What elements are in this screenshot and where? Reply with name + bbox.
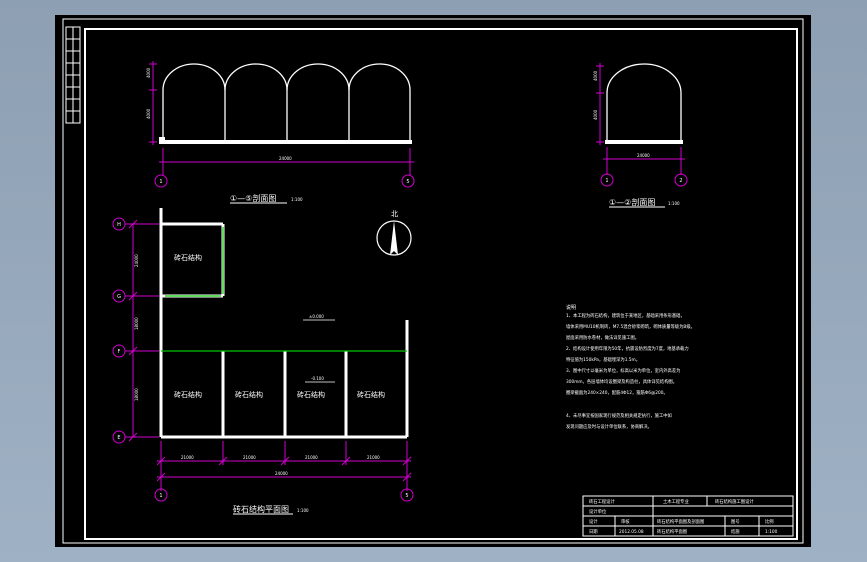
- axis-label: E: [117, 435, 120, 441]
- section-a: 4000 4000 24000 1 5 ①—⑤剖面图 1:100: [146, 61, 415, 204]
- title-block-cell: 砖石结构平面图及剖面图: [657, 518, 704, 525]
- section-b-arch: [606, 63, 682, 142]
- axis-label: 2: [679, 178, 682, 184]
- room-label: 砖石结构: [174, 253, 202, 262]
- title-block-cell: 设计单位: [589, 508, 607, 515]
- note-line: 墙体采用MU10机制砖，M7.5混合砂浆砌筑，砌体质量等级为B级。: [566, 323, 695, 330]
- bay-dim: 21000: [305, 455, 318, 460]
- total-dim: 24000: [275, 471, 288, 476]
- bay-dim: 21000: [181, 455, 194, 460]
- axis-label: G: [117, 294, 121, 300]
- plan-vertical-dim: 24000: [134, 254, 139, 267]
- axis-bubble: [600, 173, 614, 187]
- note-line: 2、结构设计使用年限为50年，抗震设防烈度为7度，地基承载力: [566, 345, 689, 352]
- plan-scale: 1:100: [297, 508, 309, 513]
- plan-vertical-dim: 18000: [134, 317, 139, 330]
- axis-bubble: [674, 173, 688, 187]
- section-b-span: 24000: [637, 153, 650, 158]
- plan-openings: [161, 227, 407, 352]
- axis-label: 1: [605, 178, 608, 184]
- plan-bottom-dims: [156, 441, 412, 491]
- section-b: 4000 4000 24000 1 2 ①—②剖面图 1:100: [593, 63, 688, 208]
- cad-drawing: 4000 4000 24000 1 5 ①—⑤剖面图 1:100: [62, 18, 804, 544]
- title-block-cell: 1:100: [765, 529, 778, 535]
- axis-label: 1: [159, 179, 162, 185]
- title-block: 砖石工程设计 土木工程专业 砖石结构施工图设计 设计单位 设计 审核 砖石结构平…: [582, 495, 794, 537]
- level-mark: ±0.000: [309, 314, 324, 319]
- note-line: 300mm，各层墙体均设圈梁及构造柱，具体详见结构图。: [566, 378, 677, 385]
- note-line: 特征值为150kPa，基础埋深为1.5m。: [566, 356, 640, 363]
- outer-border: [62, 18, 804, 544]
- note-line: 发现问题应及时与设计单位联系，协商解决。: [566, 423, 652, 430]
- room-label: 砖石结构: [174, 390, 202, 399]
- bay-dim: 21000: [243, 455, 256, 460]
- section-b-height-2: 4000: [593, 109, 598, 120]
- plan-left-dims: [125, 219, 159, 442]
- section-a-height-2: 4000: [146, 108, 151, 119]
- level-mark: -0.100: [311, 376, 324, 381]
- section-b-height-1: 4000: [593, 70, 598, 81]
- plan-vertical-dim: 18000: [134, 388, 139, 401]
- title-block-cell: 图号: [731, 519, 740, 525]
- axis-label: F: [118, 349, 121, 355]
- section-b-scale: 1:100: [668, 201, 680, 206]
- axis-bubble: [154, 488, 168, 502]
- title-block-cell: 设计: [589, 518, 598, 525]
- axis-label: 1: [159, 493, 162, 499]
- binding-strip: [65, 26, 81, 124]
- title-block-cell: 2012.05.08: [619, 529, 644, 535]
- section-a-horizontal-dim: [159, 148, 414, 175]
- plan-walls: [159, 208, 409, 439]
- section-a-scale: 1:100: [291, 197, 303, 202]
- title-block-cell: 砖石结构平面图: [657, 528, 687, 535]
- section-a-title: ①—⑤剖面图: [230, 193, 276, 203]
- section-a-support: [159, 137, 165, 143]
- note-line: 圈梁截面为240×240，配筋4Φ12，箍筋Φ6@200。: [566, 389, 668, 396]
- axis-label: 5: [406, 179, 409, 185]
- note-line: 4、未尽事宜按国家现行规范及相关规定执行，施工中如: [566, 412, 672, 419]
- title-block-cell: 土木工程专业: [663, 498, 689, 505]
- plan-title: 砖石结构平面图: [233, 504, 289, 514]
- drawing-sheet: 4000 4000 24000 1 5 ①—⑤剖面图 1:100: [55, 15, 811, 547]
- section-a-height-1: 4000: [146, 67, 151, 78]
- axis-bubble: [154, 174, 168, 188]
- axis-label: H: [117, 222, 121, 228]
- north-arrow: 北: [376, 210, 412, 256]
- axis-bubble: [112, 289, 126, 303]
- section-a-vertical-dim: [149, 61, 157, 145]
- section-a-span: 24000: [279, 156, 292, 161]
- notes-heading: 说明: [566, 304, 576, 311]
- section-b-horizontal-dim: [603, 147, 685, 175]
- note-line: 1、本工程为砖石结构，建筑位于某地区，基础采用条形基础，: [566, 312, 685, 319]
- inner-border: [84, 28, 798, 540]
- north-arrow-icon: [390, 221, 398, 255]
- design-notes: 说明 1、本工程为砖石结构，建筑位于某地区，基础采用条形基础， 墙体采用MU10…: [566, 304, 695, 430]
- title-block-cell: 砖石工程设计: [589, 498, 615, 505]
- section-a-arches: [162, 63, 411, 142]
- note-line: 3、图中尺寸以毫米为单位，标高以米为单位，室内外高差为: [566, 367, 680, 374]
- axis-bubble: [401, 174, 415, 188]
- title-block-cell: 砖石结构施工图设计: [715, 498, 754, 505]
- room-label: 砖石结构: [357, 390, 385, 399]
- section-b-vertical-dim: [596, 63, 604, 145]
- axis-label: 5: [405, 493, 408, 499]
- room-label: 砖石结构: [297, 390, 325, 399]
- bay-dim: 21000: [367, 455, 380, 460]
- title-block-cell: 比例: [765, 518, 774, 525]
- axis-bubble: [112, 344, 126, 358]
- axis-bubble: [400, 488, 414, 502]
- room-label: 砖石结构: [235, 390, 263, 399]
- title-block-cell: 日期: [589, 529, 598, 535]
- title-block-cell: 审核: [621, 518, 630, 525]
- title-block-cell: 结施: [731, 528, 740, 535]
- note-line: 屋面采用防水卷材，做法详见施工图。: [566, 334, 639, 341]
- floor-plan: 砖石结构 砖石结构 砖石结构 砖石结构 砖石结构 ±0.000 -0.100 2…: [112, 208, 414, 515]
- north-label: 北: [391, 210, 398, 218]
- axis-bubble: [112, 430, 126, 444]
- axis-bubble: [112, 217, 126, 231]
- section-b-title: ①—②剖面图: [609, 197, 655, 207]
